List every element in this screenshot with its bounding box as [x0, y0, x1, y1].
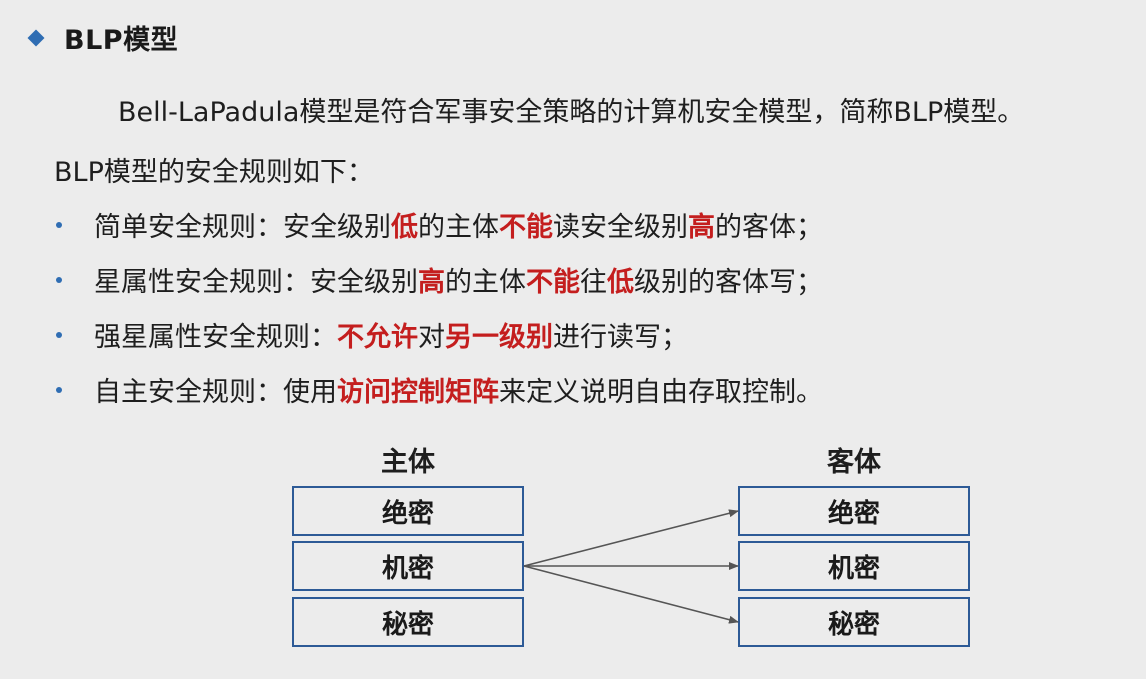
rule-item-discretionary-security: 自主安全规则：使用访问控制矩阵来定义说明自由存取控制。 — [54, 370, 823, 409]
subject-level-confidential: 机密 — [292, 541, 524, 591]
rule-text-segment: 简单安全规则：安全级别 — [94, 212, 391, 243]
emphasis-text: 高 — [688, 212, 715, 243]
emphasis-text: 不允许 — [337, 322, 418, 353]
emphasis-text: 不能 — [526, 267, 580, 298]
section-heading: BLP模型 — [26, 18, 178, 57]
emphasis-text: 访问控制矩阵 — [337, 377, 499, 408]
rule-text-segment: 对 — [418, 322, 445, 353]
rule-text-segment: 的主体 — [418, 212, 499, 243]
rule-text-segment: 自主安全规则：使用 — [94, 377, 337, 408]
arrow-to-secret — [523, 565, 739, 624]
rule-item-simple-security: 简单安全规则：安全级别低的主体不能读安全级别高的客体； — [54, 205, 823, 244]
heading-text: BLP模型 — [64, 25, 179, 56]
subject-level-secret: 秘密 — [292, 597, 524, 647]
emphasis-text: 高 — [418, 267, 445, 298]
rule-text-segment: 读安全级别 — [553, 212, 688, 243]
rule-item-strong-star-property: 强星属性安全规则：不允许对另一级别进行读写； — [54, 315, 688, 354]
rule-text-segment: 来定义说明自由存取控制。 — [499, 377, 823, 408]
rule-text-segment: 进行读写； — [553, 322, 688, 353]
rule-text-segment: 往 — [580, 267, 607, 298]
arrow-to-top-secret — [523, 509, 739, 567]
intro-paragraph: Bell-LaPadula模型是符合军事安全策略的计算机安全模型，简称BLP模型… — [118, 97, 1025, 128]
rule-text: 自主安全规则：使用访问控制矩阵来定义说明自由存取控制。 — [94, 370, 823, 409]
rule-text-segment: 强星属性安全规则： — [94, 322, 337, 353]
rule-text: 简单安全规则：安全级别低的主体不能读安全级别高的客体； — [94, 205, 823, 244]
object-column-label: 客体 — [827, 447, 881, 478]
bullet-icon — [56, 386, 62, 393]
object-level-secret: 秘密 — [738, 597, 970, 647]
object-level-confidential: 机密 — [738, 541, 970, 591]
rule-text: 星属性安全规则：安全级别高的主体不能往低级别的客体写； — [94, 260, 823, 299]
rule-text-segment: 星属性安全规则：安全级别 — [94, 267, 418, 298]
emphasis-text: 另一级别 — [445, 322, 553, 353]
bullet-icon — [56, 276, 62, 283]
emphasis-text: 低 — [607, 267, 634, 298]
emphasis-text: 不能 — [499, 212, 553, 243]
rule-text: 强星属性安全规则：不允许对另一级别进行读写； — [94, 315, 688, 354]
rule-text-segment: 的主体 — [445, 267, 526, 298]
rule-item-star-property: 星属性安全规则：安全级别高的主体不能往低级别的客体写； — [54, 260, 823, 299]
rule-text-segment: 级别的客体写； — [634, 267, 823, 298]
object-level-top-secret: 绝密 — [738, 486, 970, 536]
bullet-icon — [56, 221, 62, 228]
rule-text-segment: 的客体； — [715, 212, 823, 243]
rules-title: BLP模型的安全规则如下： — [54, 157, 374, 188]
subject-column-label: 主体 — [381, 447, 435, 478]
subject-level-top-secret: 绝密 — [292, 486, 524, 536]
bullet-icon — [56, 331, 62, 338]
emphasis-text: 低 — [391, 212, 418, 243]
